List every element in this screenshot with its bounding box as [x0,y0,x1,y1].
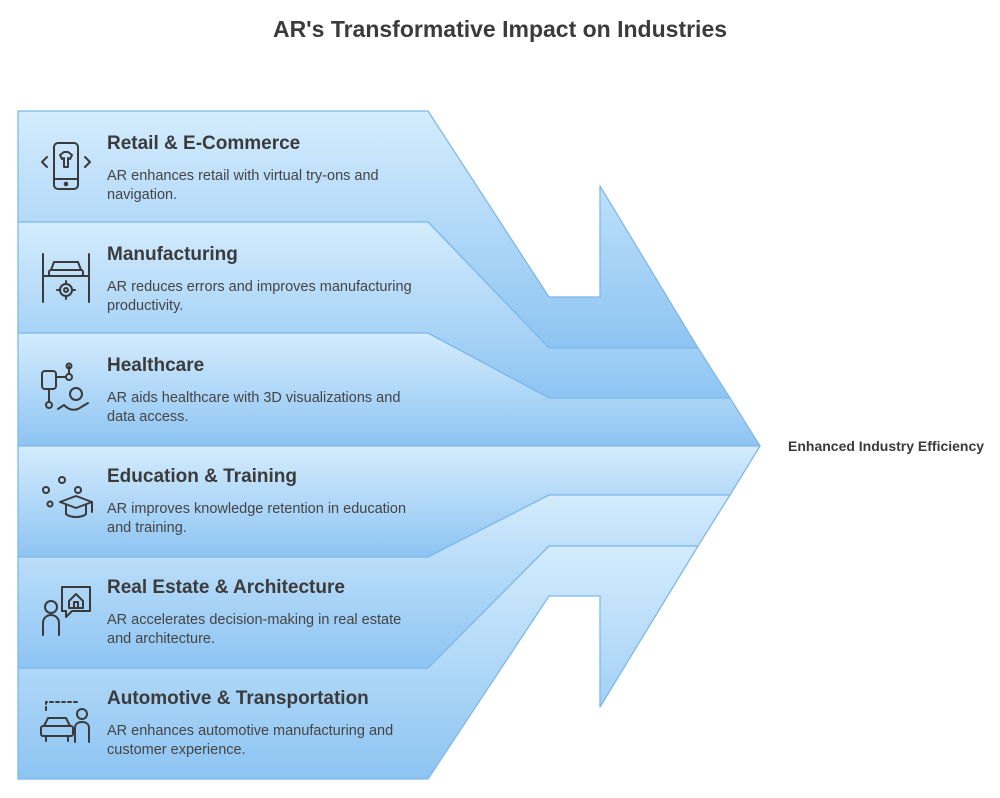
page-title: AR's Transformative Impact on Industries [272,16,728,42]
industry-title: Real Estate & Architecture [107,577,345,598]
industry-title: Retail & E-Commerce [107,133,301,154]
industry-row-real-estate: Real Estate & Architecture AR accelerate… [0,555,440,666]
industry-row-manufacturing: Manufacturing AR reduces errors and impr… [0,222,440,333]
industry-row-automotive: Automotive & Transportation AR enhances … [0,666,440,777]
industry-description: AR improves knowledge retention in educa… [107,501,407,536]
industry-row-education: Education & Training AR improves knowled… [0,444,440,555]
car-lift-gear-icon [38,250,94,306]
industry-description: AR enhances retail with virtual try-ons … [107,168,379,203]
industry-title: Education & Training [107,466,298,487]
industry-row-healthcare: Healthcare AR aids healthcare with 3D vi… [0,333,440,444]
graduation-cap-icon [38,472,94,528]
industry-description: AR accelerates decision-making in real e… [107,612,402,647]
industry-description: AR aids healthcare with 3D visualization… [107,390,401,425]
person-house-icon [38,583,94,639]
industry-row-retail: Retail & E-Commerce AR enhances retail w… [0,111,440,222]
industry-title: Manufacturing [107,244,238,265]
industry-description: AR reduces errors and improves manufactu… [107,279,412,314]
phone-shirt-icon [38,139,94,195]
industry-title: Healthcare [107,355,205,376]
car-person-icon [38,694,94,750]
industry-title: Automotive & Transportation [107,688,369,709]
industry-description: AR enhances automotive manufacturing and… [107,723,394,758]
band-automotive [17,545,699,780]
result-label: Enhanced Industry Efficiency [788,438,985,454]
patient-data-icon [38,361,94,417]
